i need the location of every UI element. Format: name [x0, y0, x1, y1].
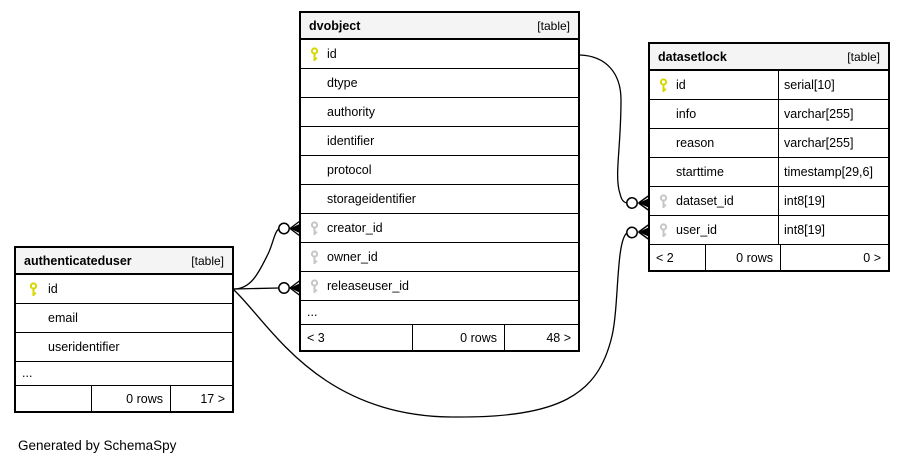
column-name: email	[48, 311, 78, 325]
column-name: info	[676, 107, 697, 121]
children-count: 0 >	[780, 245, 888, 270]
column-name: creator_id	[327, 221, 383, 235]
column-name: dataset_id	[676, 194, 734, 208]
zero-or-many-circle	[278, 282, 290, 294]
zero-or-many-circle	[626, 197, 638, 209]
column-name: id	[327, 47, 337, 61]
table-header-dvobject[interactable]: dvobject [table]	[301, 13, 578, 40]
column-row-releaseuser-id: releaseuser_id	[301, 272, 578, 301]
column-name: starttime	[676, 165, 724, 179]
column-row-info: info varchar[255]	[650, 100, 888, 129]
column-row-identifier: identifier	[301, 127, 578, 156]
column-name: useridentifier	[48, 340, 120, 354]
table-footer: < 2 0 rows 0 >	[650, 245, 888, 270]
column-name: authority	[327, 105, 375, 119]
column-row-dtype: dtype	[301, 69, 578, 98]
column-row-reason: reason varchar[255]	[650, 129, 888, 158]
column-row-id: id	[16, 275, 232, 304]
hidden-columns-count: < 2	[656, 250, 674, 265]
relationship-line-dvobject-datasetlock	[579, 54, 627, 204]
primary-key-icon	[29, 281, 38, 296]
column-row-dataset-id: dataset_id int8[19]	[650, 187, 888, 216]
foreign-key-icon	[310, 220, 319, 235]
column-row-protocol: protocol	[301, 156, 578, 185]
column-row-useridentifier: useridentifier	[16, 333, 232, 362]
foreign-key-icon	[310, 278, 319, 293]
table-dvobject[interactable]: dvobject [table] id dtype authority iden…	[299, 11, 580, 352]
column-row-id: id	[301, 40, 578, 69]
column-name: releaseuser_id	[327, 279, 409, 293]
table-type-tag: [table]	[191, 253, 224, 268]
children-count: 48 >	[504, 325, 578, 350]
hidden-columns-count	[16, 386, 91, 411]
column-type: varchar[255]	[778, 100, 888, 128]
zero-or-many-circle	[278, 222, 290, 235]
row-count: 0 rows	[705, 245, 780, 270]
children-count: 17 >	[170, 386, 232, 411]
relationship-line-authuser-creator	[233, 228, 280, 290]
zero-or-many-circle	[626, 226, 638, 239]
column-type: serial[10]	[778, 71, 888, 99]
foreign-key-icon	[659, 193, 668, 208]
table-footer: < 3 0 rows 48 >	[301, 325, 578, 350]
column-row-starttime: starttime timestamp[29,6]	[650, 158, 888, 187]
primary-key-icon	[659, 77, 668, 92]
hidden-columns-count: < 3	[307, 330, 325, 345]
column-type: timestamp[29,6]	[778, 158, 888, 186]
column-name: id	[676, 78, 686, 92]
relationship-line-authuser-releaseuser	[233, 287, 279, 290]
column-row-authority: authority	[301, 98, 578, 127]
table-title: authenticateduser	[24, 253, 132, 268]
column-row-id: id serial[10]	[650, 71, 888, 100]
crow-foot-icon	[638, 198, 649, 208]
column-name: dtype	[327, 76, 358, 90]
row-count: 0 rows	[412, 325, 504, 350]
column-name: user_id	[676, 223, 717, 237]
column-name: reason	[676, 136, 715, 150]
column-type: int8[19]	[778, 216, 888, 244]
column-row-creator-id: creator_id	[301, 214, 578, 243]
table-title: datasetlock	[658, 49, 727, 64]
table-footer: 0 rows 17 >	[16, 386, 232, 411]
table-datasetlock[interactable]: datasetlock [table] id serial[10] info v…	[648, 42, 890, 272]
table-header-datasetlock[interactable]: datasetlock [table]	[650, 44, 888, 71]
hidden-columns-ellipsis: ...	[16, 362, 232, 386]
table-authenticateduser[interactable]: authenticateduser [table] id email useri…	[14, 246, 234, 413]
column-row-user-id: user_id int8[19]	[650, 216, 888, 245]
column-name: id	[48, 282, 58, 296]
table-type-tag: [table]	[537, 18, 570, 33]
table-type-tag: [table]	[847, 49, 880, 64]
schemaspy-credit: Generated by SchemaSpy	[18, 438, 177, 453]
foreign-key-icon	[659, 222, 668, 237]
primary-key-icon	[310, 46, 319, 61]
column-name: owner_id	[327, 250, 378, 264]
column-row-owner-id: owner_id	[301, 243, 578, 272]
hidden-columns-ellipsis: ...	[301, 301, 578, 325]
column-type: int8[19]	[778, 187, 888, 215]
table-title: dvobject	[309, 18, 361, 33]
column-name: protocol	[327, 163, 372, 177]
column-row-storageidentifier: storageidentifier	[301, 185, 578, 214]
crow-foot-icon	[638, 227, 649, 237]
foreign-key-icon	[310, 249, 319, 264]
row-count: 0 rows	[91, 386, 170, 411]
column-name: storageidentifier	[327, 192, 416, 206]
column-row-email: email	[16, 304, 232, 333]
table-header-authenticateduser[interactable]: authenticateduser [table]	[16, 248, 232, 275]
column-name: identifier	[327, 134, 375, 148]
column-type: varchar[255]	[778, 129, 888, 157]
